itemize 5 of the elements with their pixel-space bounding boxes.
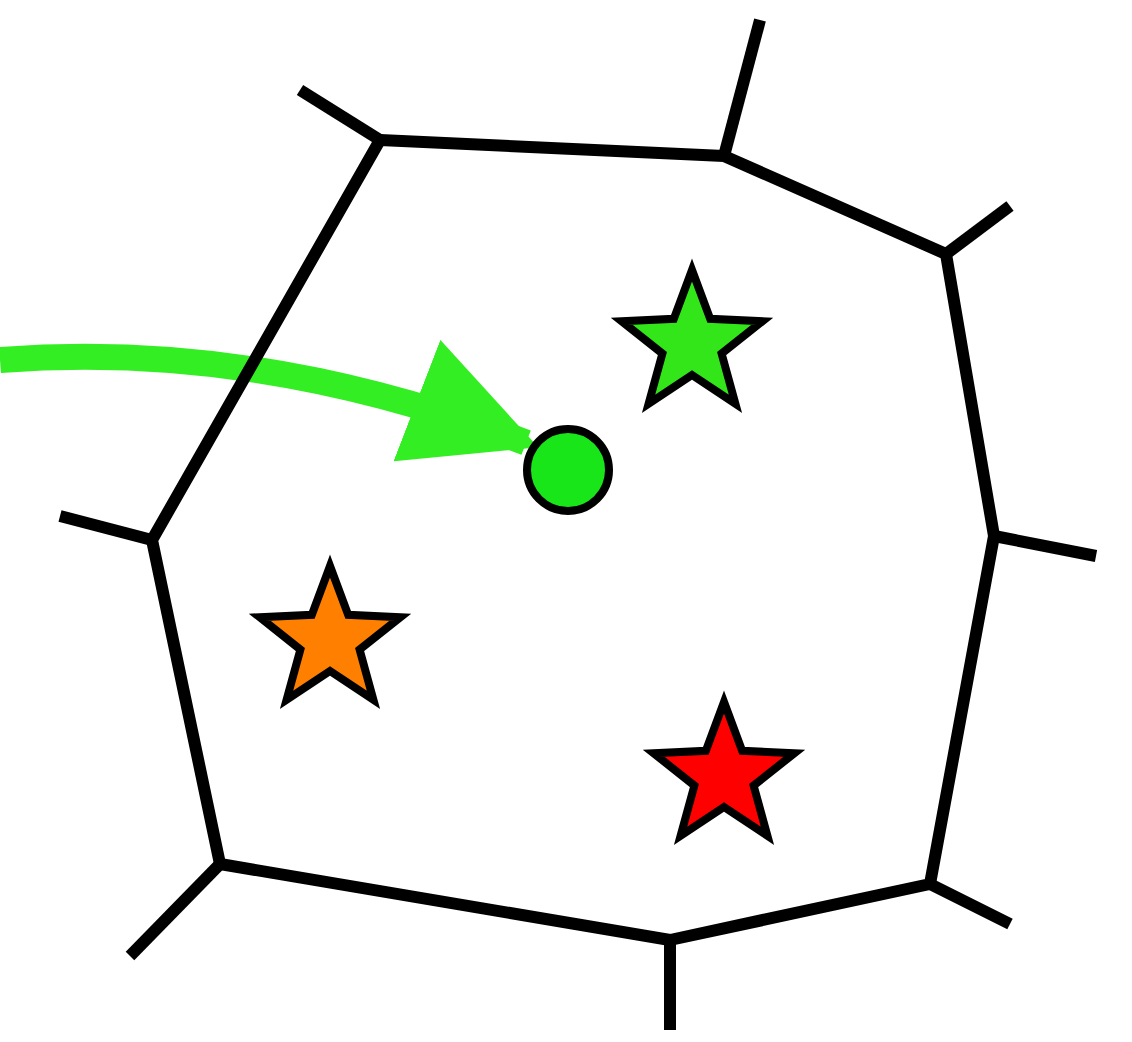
star-icon [644,692,804,848]
point-dot [522,424,614,516]
star-icon [250,556,410,712]
star-icon [612,260,772,416]
cell-outline-drawing [56,16,1100,1036]
